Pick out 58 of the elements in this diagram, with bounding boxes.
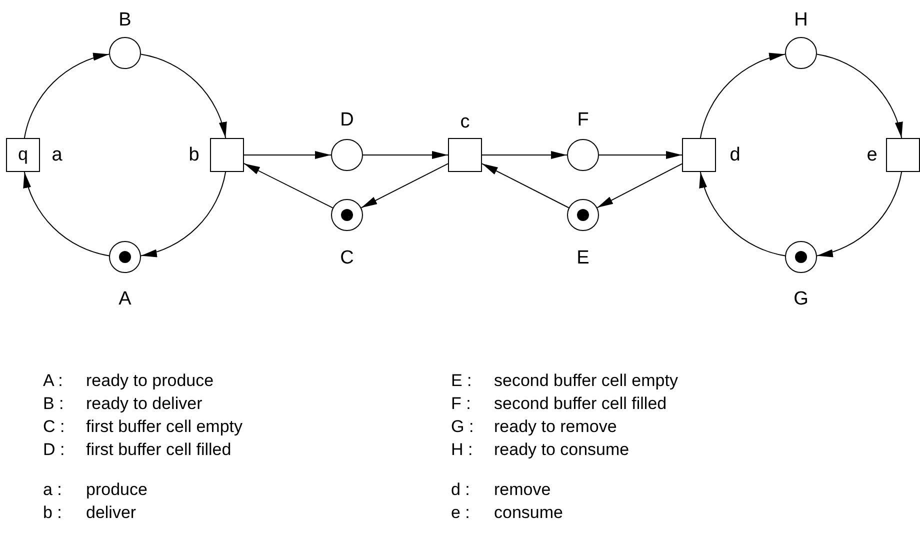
legend-key: d : — [451, 481, 470, 498]
legend-description: remove — [494, 481, 551, 498]
transition-label: e — [866, 146, 878, 164]
legend-description: second buffer cell filled — [494, 395, 667, 412]
transition-box — [886, 138, 920, 172]
transition-box — [682, 138, 716, 172]
transition-label: a — [52, 146, 62, 164]
arrow — [596, 163, 682, 208]
arrow — [700, 172, 786, 256]
legend-description: second buffer cell empty — [494, 372, 678, 389]
transition-box — [448, 138, 482, 172]
legend-key: H : — [451, 441, 473, 458]
place-label: A — [118, 290, 132, 308]
arrow — [24, 172, 110, 256]
place-label: H — [794, 10, 808, 30]
legend-key: e : — [451, 504, 470, 521]
legend-key: A : — [43, 372, 63, 389]
arrow — [140, 54, 226, 138]
legend-description: consume — [494, 504, 563, 521]
transition-label: d — [730, 146, 740, 164]
legend-description: ready to remove — [494, 418, 617, 435]
arrow — [482, 151, 568, 159]
place-label: B — [118, 10, 132, 30]
place-label: C — [340, 248, 354, 268]
arrow — [24, 54, 110, 138]
transition-label: b — [188, 146, 200, 164]
arrow — [816, 54, 902, 138]
legend-description: produce — [86, 481, 148, 498]
legend-description: first buffer cell empty — [86, 418, 243, 435]
legend-key: B : — [43, 395, 64, 412]
legend-key: C : — [43, 418, 65, 435]
place-label: D — [340, 110, 354, 130]
transition-box: q — [6, 138, 40, 172]
legend-key: b : — [43, 504, 62, 521]
arrow — [360, 163, 448, 208]
transition-label: c — [460, 112, 470, 132]
legend-key: E : — [451, 372, 472, 389]
place-label: F — [577, 110, 589, 130]
legend-key: G : — [451, 418, 474, 435]
legend-description: ready to consume — [494, 441, 630, 458]
legend-key: D : — [43, 441, 65, 458]
arrow — [362, 151, 448, 159]
legend-description: first buffer cell filled — [86, 441, 232, 458]
transition-box — [210, 138, 244, 172]
arrow — [244, 163, 334, 208]
arrow — [140, 172, 226, 256]
arrow — [700, 54, 786, 138]
legend-key: a : — [43, 481, 62, 498]
arrow — [816, 172, 902, 256]
arrow — [598, 151, 682, 159]
arrow — [244, 151, 332, 159]
place-label: G — [794, 290, 808, 308]
legend-description: ready to deliver — [86, 395, 202, 412]
legend-key: F : — [451, 395, 471, 412]
legend-description: ready to produce — [86, 372, 214, 389]
legend-description: deliver — [86, 504, 136, 521]
arrow — [482, 163, 570, 208]
place-label: E — [576, 248, 590, 268]
